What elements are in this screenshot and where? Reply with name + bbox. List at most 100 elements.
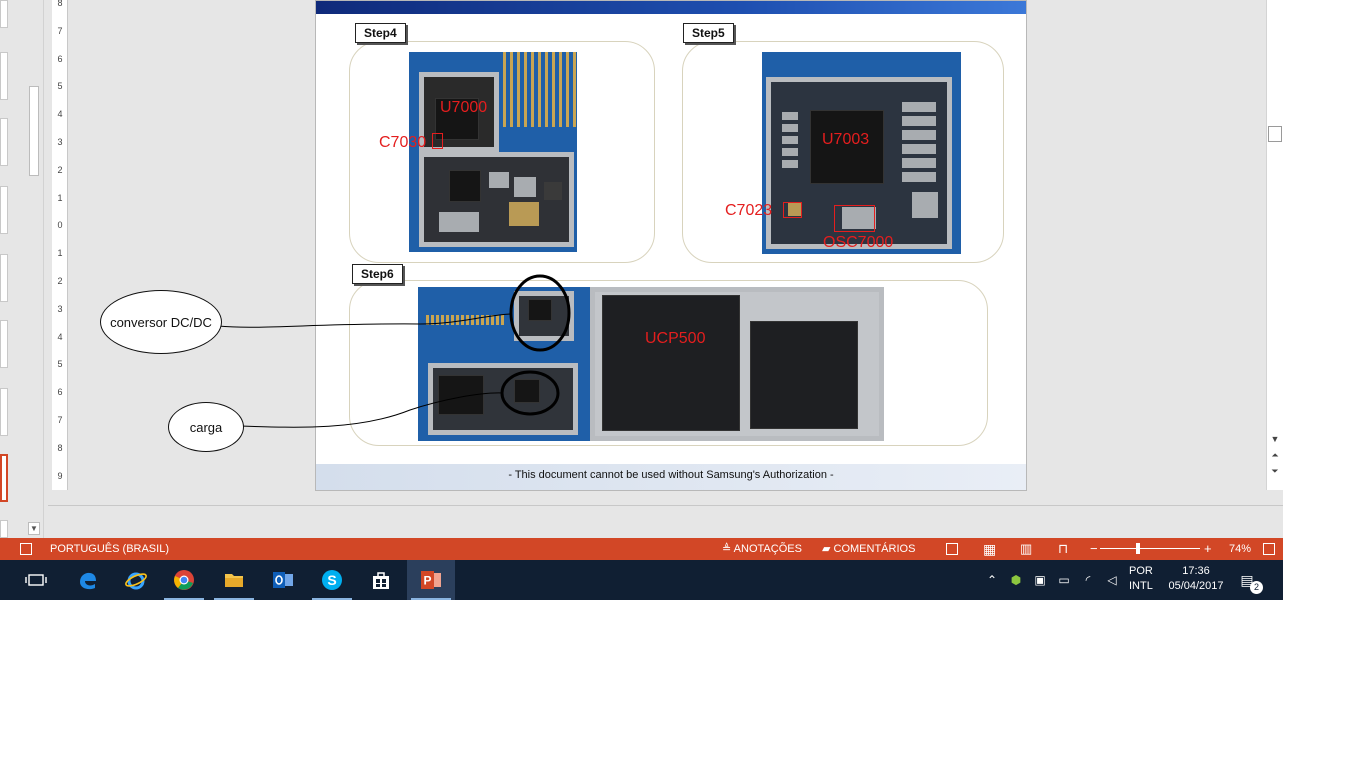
skype-icon: S bbox=[322, 570, 342, 590]
slide-thumbnail[interactable] bbox=[0, 118, 8, 166]
task-view-button[interactable] bbox=[12, 560, 60, 600]
c7023-annotation: C7023 bbox=[725, 202, 773, 219]
component bbox=[509, 202, 539, 226]
step5-board-photo bbox=[762, 52, 961, 254]
slide-thumbnail[interactable] bbox=[0, 388, 8, 436]
memory-chip bbox=[750, 321, 858, 429]
ruler-tick-label: 3 bbox=[57, 303, 63, 314]
slide-thumbnail[interactable] bbox=[0, 52, 8, 100]
store-button[interactable] bbox=[357, 560, 405, 600]
notes-icon: ≜ bbox=[722, 543, 734, 555]
ruler-tick-label: 3 bbox=[57, 137, 63, 147]
ruler-tick-label: 1 bbox=[57, 248, 63, 259]
charge-chip bbox=[514, 379, 540, 403]
slide-thumbnail[interactable] bbox=[0, 186, 8, 234]
wifi-icon[interactable]: ◜ bbox=[1085, 573, 1091, 587]
slide-thumbnails-pane[interactable]: ▼ bbox=[0, 0, 44, 538]
u7000-annotation: U7000 bbox=[440, 99, 488, 116]
ruler-tick-label: 5 bbox=[57, 81, 63, 92]
spellcheck-icon[interactable] bbox=[20, 543, 32, 555]
osc7000-annotation: OSC7000 bbox=[823, 234, 894, 251]
windows-taskbar: S P ⌃ ⬢ ▣ ▭ ◜ ◁ POR INTL 17:36 05/04/201… bbox=[0, 560, 1283, 600]
fit-slide-icon[interactable] bbox=[1263, 543, 1275, 555]
step6-board-photo bbox=[418, 287, 884, 441]
scroll-down-icon[interactable]: ▼ bbox=[28, 522, 40, 535]
slide-footer-disclaimer: - This document cannot be used without S… bbox=[316, 464, 1026, 490]
step4-board-photo bbox=[409, 52, 577, 252]
slide[interactable]: Step4 U7000 C7030 Step5 bbox=[315, 0, 1027, 491]
ucp500-annotation: UCP500 bbox=[645, 330, 706, 347]
vertical-scroll-thumb[interactable] bbox=[1268, 126, 1282, 142]
charge-callout: carga bbox=[168, 402, 244, 452]
svg-text:S: S bbox=[327, 572, 336, 588]
slide-thumbnail-selected[interactable] bbox=[0, 454, 8, 502]
slide-header-band bbox=[316, 1, 1026, 14]
device-icon[interactable]: ▣ bbox=[1034, 573, 1046, 587]
notification-count-badge: 2 bbox=[1250, 581, 1263, 594]
notes-button[interactable]: ≜ ANOTAÇÕES bbox=[722, 538, 802, 560]
file-explorer-button[interactable] bbox=[210, 560, 258, 600]
slide-thumbnail[interactable] bbox=[0, 0, 8, 28]
battery-icon[interactable]: ▭ bbox=[1058, 573, 1070, 587]
thumbnails-scroll-thumb[interactable] bbox=[29, 86, 39, 176]
component bbox=[912, 192, 938, 218]
step4-label: Step4 bbox=[355, 23, 406, 43]
comments-button[interactable]: ▰ COMENTÁRIOS bbox=[822, 538, 915, 560]
empty-screen-area bbox=[0, 600, 1366, 768]
comments-label: COMENTÁRIOS bbox=[833, 543, 916, 555]
slideshow-view-icon[interactable]: ⊓ bbox=[1058, 541, 1069, 556]
zoom-slider[interactable] bbox=[1100, 548, 1200, 549]
step6-label: Step6 bbox=[352, 264, 403, 284]
component-row bbox=[902, 102, 936, 182]
powerpoint-button[interactable]: P bbox=[407, 560, 455, 600]
slide-thumbnail[interactable] bbox=[0, 320, 8, 368]
ruler-tick-label: 4 bbox=[57, 331, 63, 342]
component bbox=[439, 212, 479, 232]
scroll-down-icon[interactable]: ▼ bbox=[1270, 434, 1280, 444]
volume-icon[interactable]: ◁ bbox=[1107, 573, 1117, 587]
c7030-annotation: C7030 bbox=[379, 134, 427, 151]
store-icon bbox=[373, 572, 389, 589]
zoom-level[interactable]: 74% bbox=[1229, 543, 1252, 555]
ruler-tick-label: 9 bbox=[57, 470, 63, 481]
clock-time: 17:36 bbox=[1182, 565, 1210, 577]
component-row bbox=[782, 112, 798, 172]
chip bbox=[438, 375, 484, 415]
clock[interactable]: 17:36 05/04/2017 bbox=[1166, 564, 1226, 594]
zoom-out-icon[interactable]: − bbox=[1090, 541, 1098, 556]
previous-slide-icon[interactable]: ⏶ bbox=[1271, 450, 1279, 460]
component bbox=[489, 172, 509, 188]
outlook-button[interactable] bbox=[259, 560, 307, 600]
slide-thumbnail[interactable] bbox=[0, 254, 8, 302]
input-language-top: POR bbox=[1129, 565, 1153, 577]
thumbnails-scrollbar[interactable]: ▼ bbox=[26, 0, 42, 538]
chrome-button[interactable] bbox=[160, 560, 208, 600]
ucp500-memory-chip bbox=[602, 295, 740, 431]
vertical-scrollbar[interactable]: ▼ ⏶ ⏷ bbox=[1266, 0, 1283, 490]
language-indicator[interactable]: PORTUGUÊS (BRASIL) bbox=[50, 543, 169, 555]
normal-view-icon[interactable] bbox=[946, 543, 958, 555]
notes-label: ANOTAÇÕES bbox=[733, 543, 802, 555]
ruler-tick-label: 2 bbox=[57, 276, 63, 286]
input-language-indicator[interactable]: POR INTL bbox=[1129, 564, 1153, 594]
ruler-tick-label: 6 bbox=[57, 387, 63, 398]
outlook-icon bbox=[273, 572, 293, 588]
zoom-slider-thumb[interactable] bbox=[1136, 543, 1140, 554]
slide-thumbnail[interactable] bbox=[0, 520, 8, 538]
reading-view-icon[interactable]: ▥ bbox=[1020, 541, 1033, 556]
internet-explorer-button[interactable] bbox=[112, 560, 160, 600]
skype-button[interactable]: S bbox=[308, 560, 356, 600]
security-shield-icon[interactable]: ⬢ bbox=[1010, 573, 1022, 587]
zoom-in-icon[interactable]: + bbox=[1204, 541, 1212, 556]
edge-icon bbox=[80, 572, 96, 590]
edge-button[interactable] bbox=[64, 560, 112, 600]
ruler-tick-label: 6 bbox=[57, 53, 63, 64]
next-slide-icon[interactable]: ⏷ bbox=[1271, 466, 1279, 476]
show-hidden-icons-chevron-icon[interactable]: ⌃ bbox=[986, 573, 998, 587]
input-language-bottom: INTL bbox=[1129, 580, 1153, 592]
component bbox=[514, 177, 536, 197]
running-indicator bbox=[214, 598, 254, 600]
dc-dc-converter-chip bbox=[528, 299, 552, 321]
slide-sorter-view-icon[interactable]: ▦ bbox=[983, 541, 997, 557]
